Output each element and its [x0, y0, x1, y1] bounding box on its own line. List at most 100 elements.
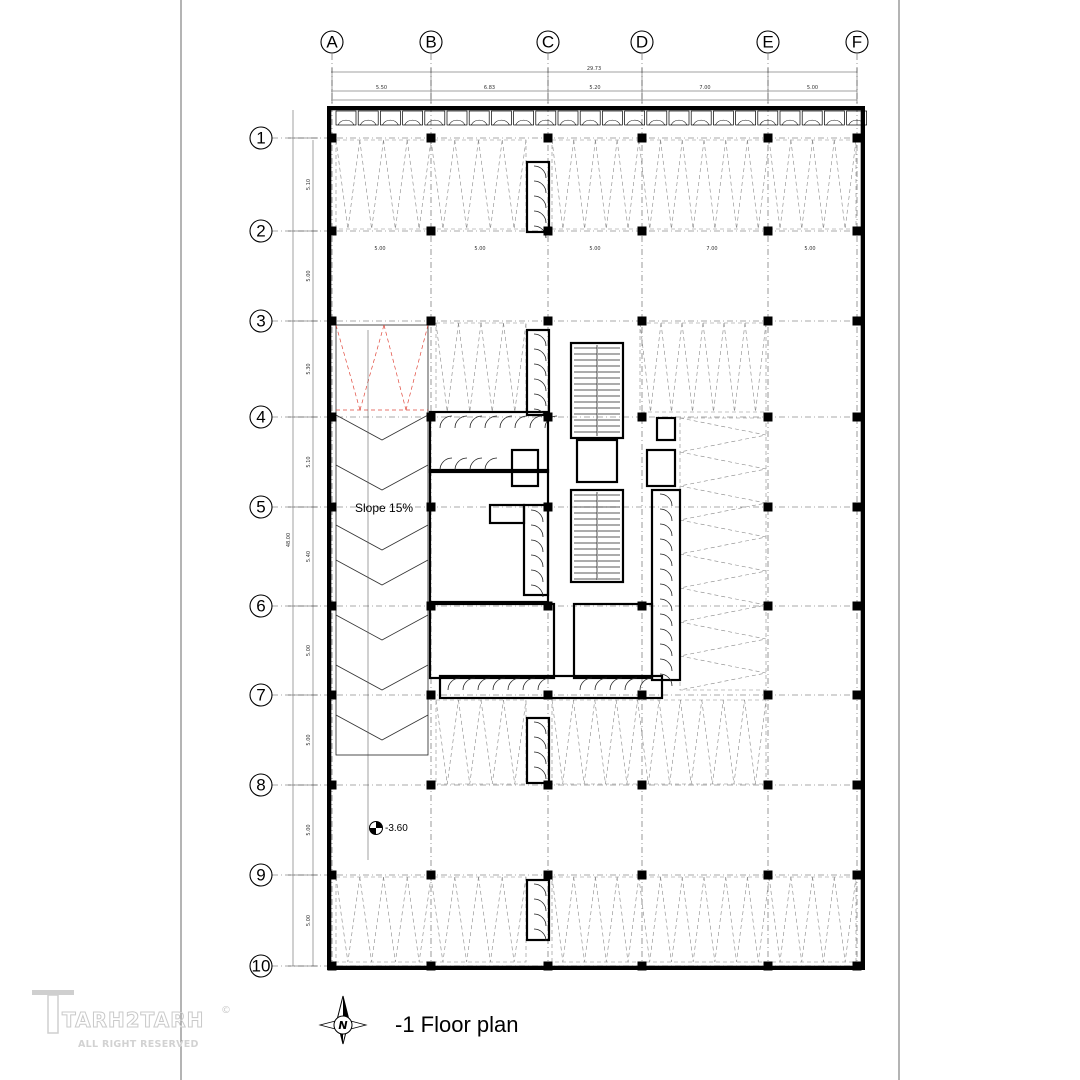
storage-column-bottom	[525, 716, 551, 785]
structural-column	[763, 502, 773, 512]
structural-column	[327, 133, 337, 143]
row-spacing-dims: 5.105.005.305.105.405.005.005.005.00	[288, 137, 318, 967]
structural-column	[763, 690, 773, 700]
structural-column	[327, 961, 337, 971]
grid-col-label: B	[425, 33, 436, 52]
grid-bubble-col	[419, 30, 443, 54]
grid-row-label: 7	[256, 686, 265, 705]
top-dimension-chain: 29.73	[331, 66, 857, 101]
ramp-slope-label: Slope 15%	[355, 501, 413, 515]
structural-column	[763, 226, 773, 236]
overall-width-dim: 29.73	[587, 66, 601, 72]
grid-col-label: F	[852, 33, 862, 52]
column-spacing-value: 5.50	[376, 85, 387, 91]
structural-column	[637, 780, 647, 790]
room-west	[428, 602, 556, 680]
stair-treads	[574, 345, 620, 580]
structural-column	[852, 133, 862, 143]
structural-column	[763, 870, 773, 880]
vehicle-ramp: Slope 15%	[335, 324, 429, 860]
structural-column	[543, 780, 553, 790]
grid-row-label: 4	[256, 408, 265, 427]
storage-column-top	[525, 160, 551, 234]
structural-column	[327, 316, 337, 326]
grid-bubble-col	[320, 30, 344, 54]
structural-column	[426, 601, 436, 611]
structural-column	[763, 601, 773, 611]
elevator-west	[510, 448, 540, 488]
north-arrow: N	[318, 995, 368, 1045]
storage-column-north	[525, 328, 551, 417]
stall-dimension: 5.00	[474, 246, 485, 252]
watermark-copyright: ©	[221, 1005, 231, 1016]
column-spacing-value: 7.00	[699, 85, 710, 91]
perimeter-wall	[327, 106, 865, 970]
level-mark-text: -3.60	[385, 823, 408, 834]
grid-bubble-col	[630, 30, 654, 54]
row-spacing-value: 5.00	[306, 824, 312, 835]
structural-column	[852, 226, 862, 236]
grid-row-label: 10	[252, 957, 271, 976]
grid-row-label: 9	[256, 866, 265, 885]
grid-bubble-col	[845, 30, 869, 54]
stair-north	[569, 341, 625, 440]
structural-column	[327, 870, 337, 880]
tarh2tarh-watermark: TARH2TARH ALL RIGHT RESERVED ©	[32, 990, 231, 1050]
structural-column	[852, 870, 862, 880]
elevator-core	[575, 438, 619, 484]
structural-column	[763, 412, 773, 422]
storage-column-west	[522, 503, 550, 597]
grid-row-label: 3	[256, 312, 265, 331]
room-east	[572, 602, 654, 680]
structural-column	[637, 961, 647, 971]
structural-column	[426, 316, 436, 326]
row-spacing-value: 5.40	[306, 551, 312, 562]
grid-bubble-row	[249, 126, 273, 150]
plan-title: -1 Floor plan	[395, 1012, 519, 1037]
grid-bubble-row	[249, 405, 273, 429]
structural-column	[543, 412, 553, 422]
structural-column	[852, 961, 862, 971]
structural-column	[543, 690, 553, 700]
structural-column	[637, 690, 647, 700]
structural-column	[852, 780, 862, 790]
structural-column	[327, 601, 337, 611]
structural-column	[543, 316, 553, 326]
grid-col-label: E	[762, 33, 773, 52]
structural-column	[327, 780, 337, 790]
structural-column	[426, 502, 436, 512]
row-spacing-value: 5.00	[306, 734, 312, 745]
structural-column	[852, 316, 862, 326]
north-storage-cells	[335, 110, 867, 126]
structural-column	[426, 412, 436, 422]
service-core	[428, 160, 682, 942]
level-marker: -3.60	[369, 821, 408, 835]
stall-dimension: 5.00	[804, 246, 815, 252]
grid-bubble-row	[249, 594, 273, 618]
structural-column	[426, 870, 436, 880]
elevator-east	[645, 448, 677, 488]
column-spacing-value: 5.00	[807, 85, 818, 91]
structural-column	[637, 316, 647, 326]
grid-bubble-row	[249, 863, 273, 887]
grid-bubble-col	[756, 30, 780, 54]
north-arrow-letter: N	[338, 1019, 347, 1032]
structural-column	[327, 226, 337, 236]
row-spacing-value: 5.10	[306, 456, 312, 467]
stall-dimension: 7.00	[706, 246, 717, 252]
row-spacing-value: 5.30	[306, 363, 312, 374]
structural-column	[637, 601, 647, 611]
stair-south	[569, 488, 625, 584]
structural-column	[852, 502, 862, 512]
grid-row-label: 2	[256, 222, 265, 241]
stall-dimension: 5.00	[589, 246, 600, 252]
structural-column	[852, 412, 862, 422]
structural-column	[543, 226, 553, 236]
column-spacing-value: 5.20	[589, 85, 600, 91]
structural-column	[763, 961, 773, 971]
row-spacing-value: 5.00	[306, 270, 312, 281]
